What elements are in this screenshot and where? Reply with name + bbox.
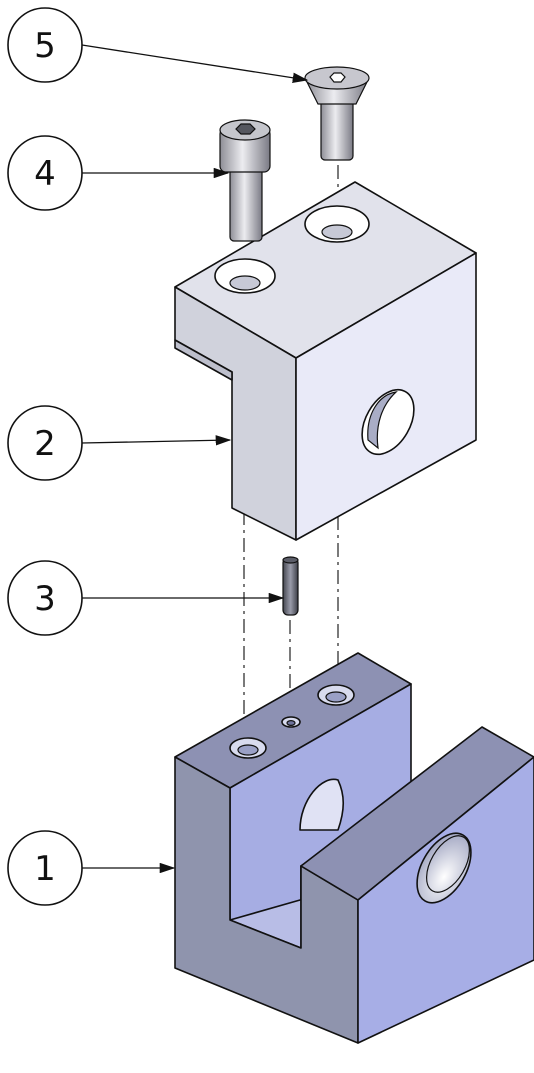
balloon-callout-icon <box>7 560 83 636</box>
balloon-callout-icon <box>7 135 83 211</box>
balloon-4: 4 <box>7 135 230 211</box>
balloon-5: 5 <box>7 7 309 83</box>
balloon-callout-icon <box>7 7 83 83</box>
base-right-face <box>357 756 534 1044</box>
part-4-cap-screw <box>219 119 271 242</box>
balloon-label: 5 <box>34 26 56 66</box>
balloon-3: 3 <box>7 560 285 636</box>
balloon-label: 3 <box>34 579 56 619</box>
part-5-flat-head-screw <box>304 66 370 161</box>
balloon-1: 1 <box>7 830 176 906</box>
bracket-countersink-right <box>304 205 370 243</box>
base-slot-hole <box>299 778 345 831</box>
balloon-label: 1 <box>34 849 56 889</box>
balloon-callout-icon <box>7 830 83 906</box>
balloon-2: 2 <box>7 405 232 481</box>
base-front-wall-top-face <box>300 726 534 901</box>
balloon-label: 2 <box>34 424 56 464</box>
hex-socket-icon <box>329 72 346 83</box>
bracket-step-face <box>174 339 233 381</box>
base-side-hole <box>416 832 472 904</box>
part-1-base-block <box>174 652 534 1044</box>
part-3-dowel-pin <box>282 556 299 616</box>
hex-socket-icon <box>235 123 256 135</box>
part-2-bracket <box>174 181 477 541</box>
balloon-callout-icon <box>7 405 83 481</box>
balloon-label: 4 <box>34 154 56 194</box>
